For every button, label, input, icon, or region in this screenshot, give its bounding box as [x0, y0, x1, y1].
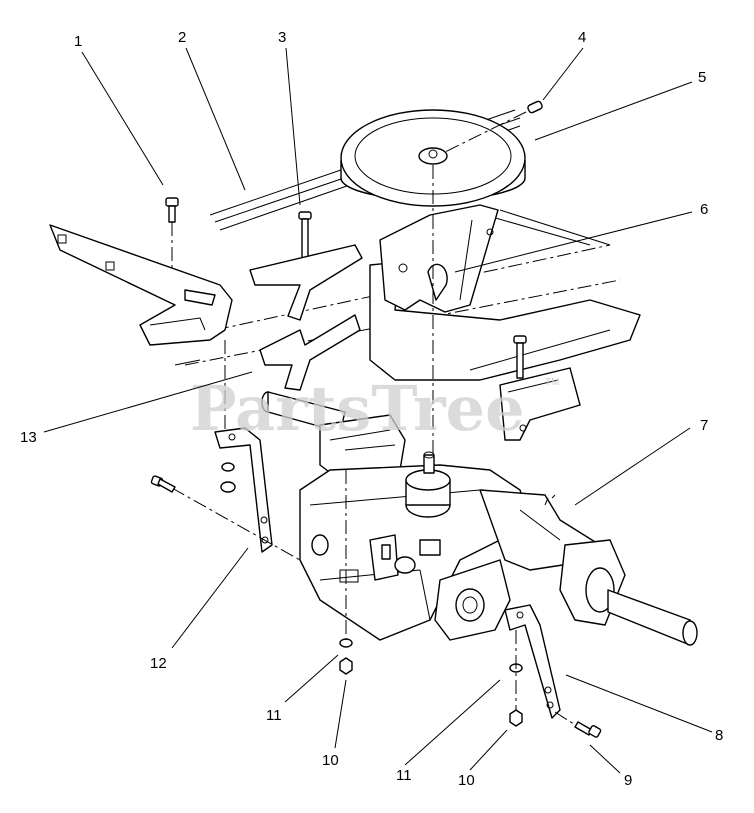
partstree-watermark: PartsTree TM [190, 372, 559, 445]
leader-lines [43, 47, 713, 774]
callout-4: 4 [578, 29, 586, 46]
upper-plate-part-3 [249, 244, 363, 321]
watermark-text: PartsTree [190, 372, 525, 445]
set-screw-part-4 [444, 100, 543, 153]
washer-part-11-left [339, 470, 353, 648]
callout-6: 6 [700, 201, 708, 218]
callout-1: 1 [74, 33, 82, 50]
callout-11-left: 11 [266, 707, 282, 724]
callout-7: 7 [700, 417, 708, 434]
watermark-trademark: TM [545, 377, 559, 388]
right-mounting-bracket [499, 367, 581, 441]
bolt-part-3 [298, 211, 312, 259]
callout-numbers: 1 2 3 4 5 6 7 8 9 10 10 11 11 12 13 [20, 29, 723, 789]
left-side-bolt [150, 475, 176, 493]
nut-part-10-left [339, 657, 353, 675]
left-mounting-bracket [49, 224, 233, 440]
washer-part-11-right [509, 630, 523, 710]
bracket-part-12 [171, 427, 301, 561]
bracket-part-8 [504, 604, 561, 719]
callout-3: 3 [278, 29, 286, 46]
bracket-part-13 [259, 314, 361, 391]
bolt-part-1 [165, 197, 179, 300]
callout-13: 13 [20, 429, 37, 446]
callout-9: 9 [624, 772, 632, 789]
pulley-bracket-part-6 [379, 165, 499, 470]
bolt-part-9 [554, 711, 602, 738]
callout-11-right: 11 [396, 767, 412, 784]
callout-12: 12 [150, 655, 167, 672]
callout-10-right: 10 [458, 772, 475, 789]
nut-part-10-right [509, 709, 523, 727]
callout-10-left: 10 [322, 752, 339, 769]
callout-8: 8 [715, 727, 723, 744]
transaxle-part-7 [299, 414, 698, 646]
right-bolt [513, 335, 527, 379]
callout-2: 2 [178, 29, 186, 46]
callout-5: 5 [698, 69, 706, 86]
